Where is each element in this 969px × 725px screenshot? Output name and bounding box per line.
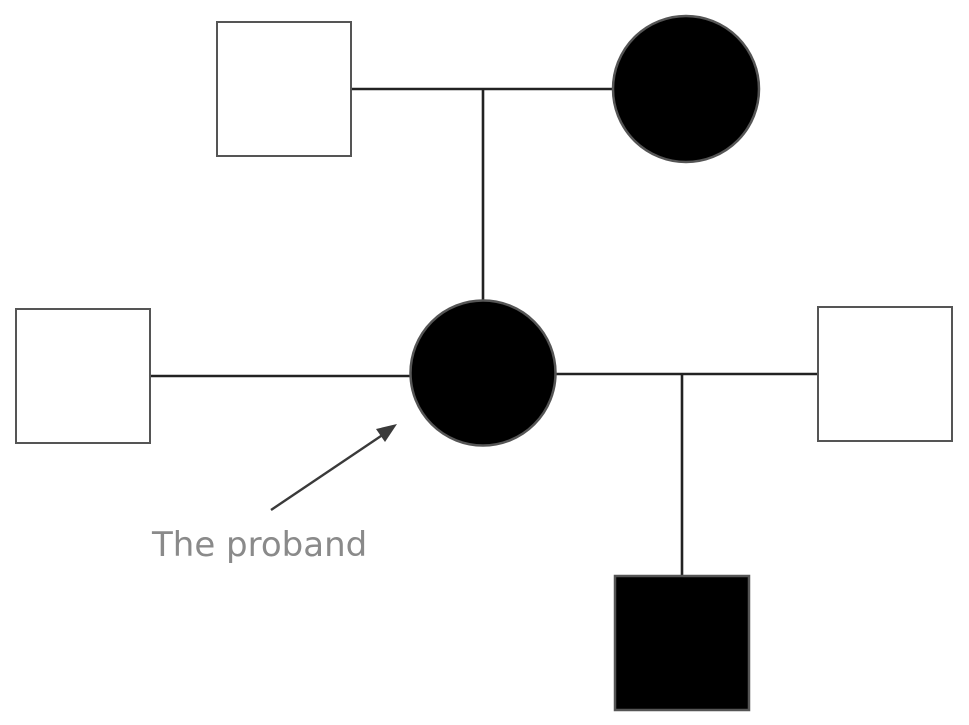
first-partner-unaffected-male (15, 308, 151, 444)
proband-affected-female (409, 299, 557, 447)
proband-arrow-head (376, 424, 397, 442)
proband-label: The proband (151, 525, 367, 565)
second-partner-unaffected-male (817, 306, 953, 442)
grandmother-affected-female (611, 14, 761, 164)
proband-arrow (270, 433, 385, 511)
son-affected-male (613, 574, 751, 712)
grandfather-unaffected-male (216, 21, 352, 157)
